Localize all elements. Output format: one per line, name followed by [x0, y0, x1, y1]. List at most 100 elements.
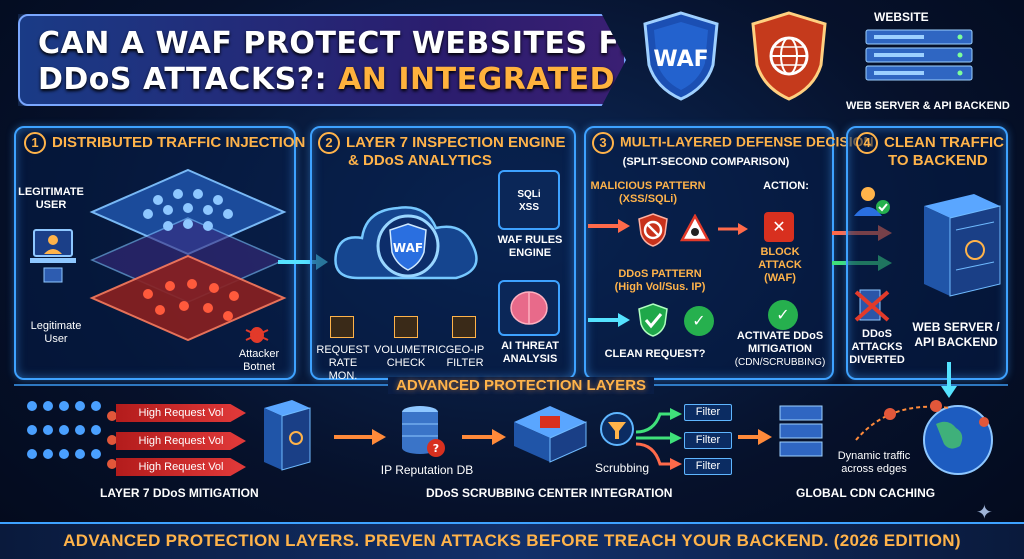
legit-user-bottom-line1: Legitimate [30, 320, 82, 332]
ddos-pattern-label: DDoS PATTERN (High Vol/Sus. IP) [600, 268, 720, 294]
arrow-to-malicious-icon [588, 218, 630, 239]
waf-rules-label: WAF RULES ENGINE [490, 234, 570, 260]
diverted-server-icon [854, 288, 890, 329]
crowd-icon [20, 396, 120, 483]
block-line1: BLOCK ATTACK [758, 246, 802, 271]
legit-user-top-label: LEGITIMATE USER [16, 186, 86, 212]
ddos-pattern-line2: (High Vol/Sus. IP) [614, 281, 706, 293]
footer-text: ADVANCED PROTECTION LAYERS. PREVEN ATTAC… [63, 531, 961, 550]
volumetric-line1: VOLUMETRIC [374, 344, 447, 356]
panel1-number: 1 [24, 132, 46, 154]
attacker-botnet-label: Attacker Botnet [228, 348, 290, 374]
request-rate-label: REQUEST RATE MON. [314, 344, 372, 383]
action-label: ACTION: [763, 180, 809, 192]
panel4-title-line1: CLEAN TRAFFIC [884, 133, 1004, 151]
ip-reputation-label: IP Reputation DB [380, 463, 474, 477]
activate-line3: (CDN/SCRUBBING) [734, 357, 826, 368]
brain-icon [510, 291, 548, 325]
geoip-label: GEO-IP FILTER [440, 344, 490, 370]
arrow-to-ipdb-icon [334, 428, 386, 451]
check-shield-icon [636, 302, 670, 343]
sqli-label: SQLi [517, 189, 541, 200]
diverted-line2: ATTACKS [851, 341, 903, 353]
dynamic-line1: Dynamic traffic [837, 450, 911, 462]
dynamic-line2: across edges [841, 463, 907, 475]
ai-threat-label: AI THREAT ANALYSIS [490, 340, 570, 366]
panel2-title-line2: & DDoS ANALYTICS [348, 152, 492, 169]
panel2-title-line1: LAYER 7 INSPECTION ENGINE [346, 133, 566, 151]
arrow-to-cdn-icon [738, 428, 772, 451]
scrubbing-label: Scrubbing [594, 461, 650, 475]
fanout-arrows-icon [635, 404, 682, 481]
legit-user-bottom-line2: User [44, 333, 68, 345]
waf-rules-line1: WAF RULES [497, 234, 563, 246]
panel-defense-decision [584, 126, 834, 380]
arrow-to-block-icon [718, 222, 748, 241]
waf-shield-label: WAF [653, 47, 708, 72]
cdn-server-icon [776, 404, 826, 471]
title-line-2-a: DDoS ATTACKS?: [38, 62, 328, 97]
panel3-title-text: MULTI-LAYERED DEFENSE DECISION [620, 133, 874, 150]
filter-box-2: Filter [684, 432, 732, 449]
volumetric-gauge-icon [394, 316, 418, 338]
rate-chart-icon [330, 316, 354, 338]
panel3-subtitle: (SPLIT-SECOND COMPARISON) [622, 156, 790, 168]
footer-banner: ADVANCED PROTECTION LAYERS. PREVEN ATTAC… [0, 522, 1024, 559]
ai-threat-line2: ANALYSIS [502, 353, 558, 365]
diverted-line3: DIVERTED [849, 354, 905, 366]
cdn-globe-icon [850, 394, 1000, 487]
panel4-title: 4 CLEAN TRAFFIC [856, 132, 1004, 154]
xss-label: XSS [518, 202, 539, 213]
website-label: WEBSITE [874, 10, 929, 24]
webserver-line2: API BACKEND [914, 335, 998, 349]
bug-botnet-icon [244, 322, 270, 351]
funnel-icon [600, 412, 634, 451]
activate-line2: MITIGATION [748, 343, 812, 355]
attacker-line2: Botnet [243, 361, 275, 373]
svg-text:?: ? [433, 442, 439, 455]
title-line-2: DDoS ATTACKS?: AN INTEGRATED DEFENSE [38, 62, 626, 98]
webserver-line1: WEB SERVER / [912, 320, 1000, 334]
advanced-caption: ADVANCED PROTECTION LAYERS [388, 377, 655, 394]
diverted-line1: DDoS [862, 328, 892, 340]
waf-core-label: WAF [393, 241, 423, 255]
dynamic-traffic-label: Dynamic traffic across edges [826, 450, 922, 476]
block-line2: (WAF) [764, 272, 796, 284]
legit-user-top-line2: USER [35, 199, 67, 211]
globe-shield-icon [748, 10, 830, 102]
laptop-user-icon [30, 226, 76, 291]
ddos-pattern-line1: DDoS PATTERN [618, 268, 702, 280]
activate-check-icon: ✓ [768, 300, 798, 330]
arrow-down-to-cdn-icon [940, 362, 958, 403]
panel4-title-line2: TO BACKEND [888, 152, 988, 169]
malicious-line1: MALICIOUS PATTERN [590, 180, 706, 192]
legit-user-top-line1: LEGITIMATE [18, 186, 84, 198]
attacker-line1: Attacker [238, 348, 280, 360]
sqli-xss-rule-box: SQLi XSS [498, 170, 560, 230]
filter-box-1: Filter [684, 404, 732, 421]
volumetric-label: VOLUMETRIC CHECK [374, 344, 447, 370]
scrub-caption: DDoS SCRUBBING CENTER INTEGRATION [426, 486, 673, 500]
geoip-line2: FILTER [446, 357, 484, 369]
waf-rules-line2: ENGINE [508, 247, 552, 259]
req-rate-line2: RATE MON. [328, 357, 358, 382]
scrubbing-center-icon [510, 402, 590, 469]
title-banner: CAN A WAF PROTECT WEBSITES FROM DDoS ATT… [18, 14, 626, 106]
panel4-number: 4 [856, 132, 878, 154]
l7-mitigation-caption: LAYER 7 DDoS MITIGATION [100, 486, 259, 500]
arrow-to-clean-icon [588, 312, 630, 333]
ai-brain-box [498, 280, 560, 336]
legit-user-bottom-label: Legitimate User [24, 320, 88, 346]
geoip-line1: GEO-IP [445, 344, 485, 356]
server-stack-icon [864, 28, 974, 99]
block-attack-label: BLOCK ATTACK (WAF) [738, 246, 822, 285]
no-entry-shield-icon [636, 212, 670, 253]
panel1-title-text: DISTRIBUTED TRAFFIC INJECTION [52, 133, 306, 151]
ip-reputation-db-icon: ? [398, 404, 448, 465]
req-rate-line1: REQUEST [316, 344, 370, 356]
clean-request-label: CLEAN REQUEST? [604, 348, 706, 360]
verified-user-icon [852, 184, 892, 223]
panel1-title: 1 DISTRIBUTED TRAFFIC INJECTION [24, 132, 305, 154]
high-request-bar-3: High Request Vol [116, 458, 246, 476]
